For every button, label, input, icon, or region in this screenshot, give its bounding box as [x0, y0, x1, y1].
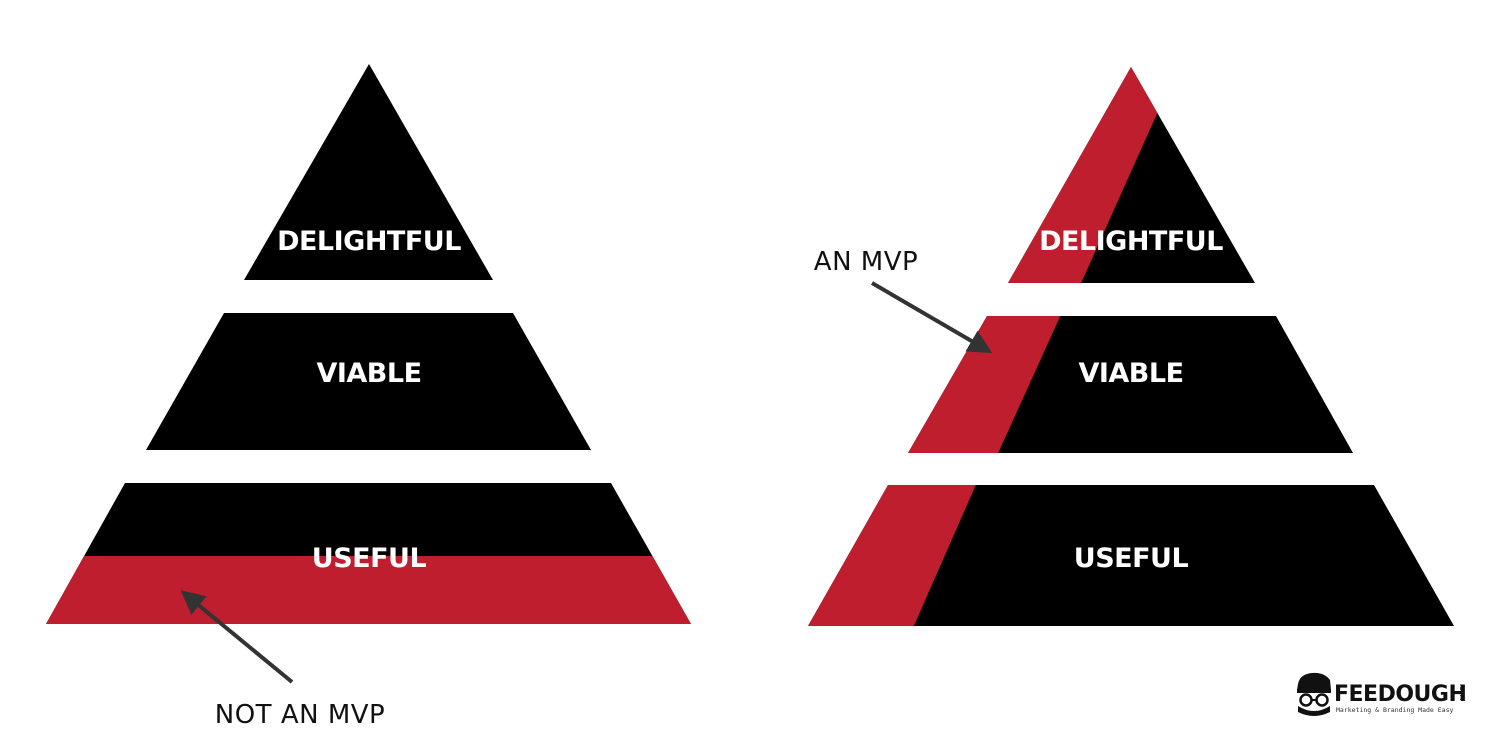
left-tier-viable: VIABLE: [146, 313, 591, 450]
left-annotation: NOT AN MVP: [180, 590, 385, 730]
right-tier-viable-label: VIABLE: [1078, 358, 1183, 389]
logo-name: FEEDOUGH: [1334, 682, 1466, 707]
right-pyramid: DELIGHTFUL VIABLE USEFUL AN MVP: [808, 67, 1454, 626]
left-tier-delightful: DELIGHTFUL: [244, 64, 493, 280]
right-annotation: AN MVP: [814, 247, 993, 354]
right-tier-delightful: DELIGHTFUL: [1008, 67, 1255, 283]
left-tier-viable-shape: [146, 313, 591, 450]
logo-suffix: .COM: [1458, 684, 1464, 700]
left-annotation-label: NOT AN MVP: [215, 700, 385, 730]
feedough-logo: FEEDOUGH .COM Marketing & Branding Made …: [1297, 672, 1467, 716]
left-tier-viable-label: VIABLE: [316, 358, 421, 389]
left-pyramid: DELIGHTFUL VIABLE USEFUL NOT AN MVP: [46, 64, 691, 730]
left-tier-delightful-shape: [244, 64, 493, 280]
left-tier-delightful-label: DELIGHTFUL: [277, 226, 461, 257]
right-tier-viable: VIABLE: [908, 316, 1353, 453]
right-annotation-arrow: [870, 281, 993, 354]
right-tier-useful-label: USEFUL: [1074, 543, 1189, 574]
right-tier-useful-shape: [808, 485, 1454, 626]
right-tier-delightful-label: DELIGHTFUL: [1039, 226, 1223, 257]
glasses-face-icon: [1297, 672, 1331, 716]
left-annotation-arrow: [180, 590, 294, 684]
left-tier-useful-label: USEFUL: [312, 543, 427, 574]
left-tier-useful: USEFUL: [46, 483, 691, 624]
left-mvp-highlight: [46, 556, 691, 624]
right-tier-useful: USEFUL: [808, 485, 1454, 626]
right-annotation-label: AN MVP: [814, 247, 918, 277]
logo-tagline: Marketing & Branding Made Easy: [1336, 706, 1453, 714]
